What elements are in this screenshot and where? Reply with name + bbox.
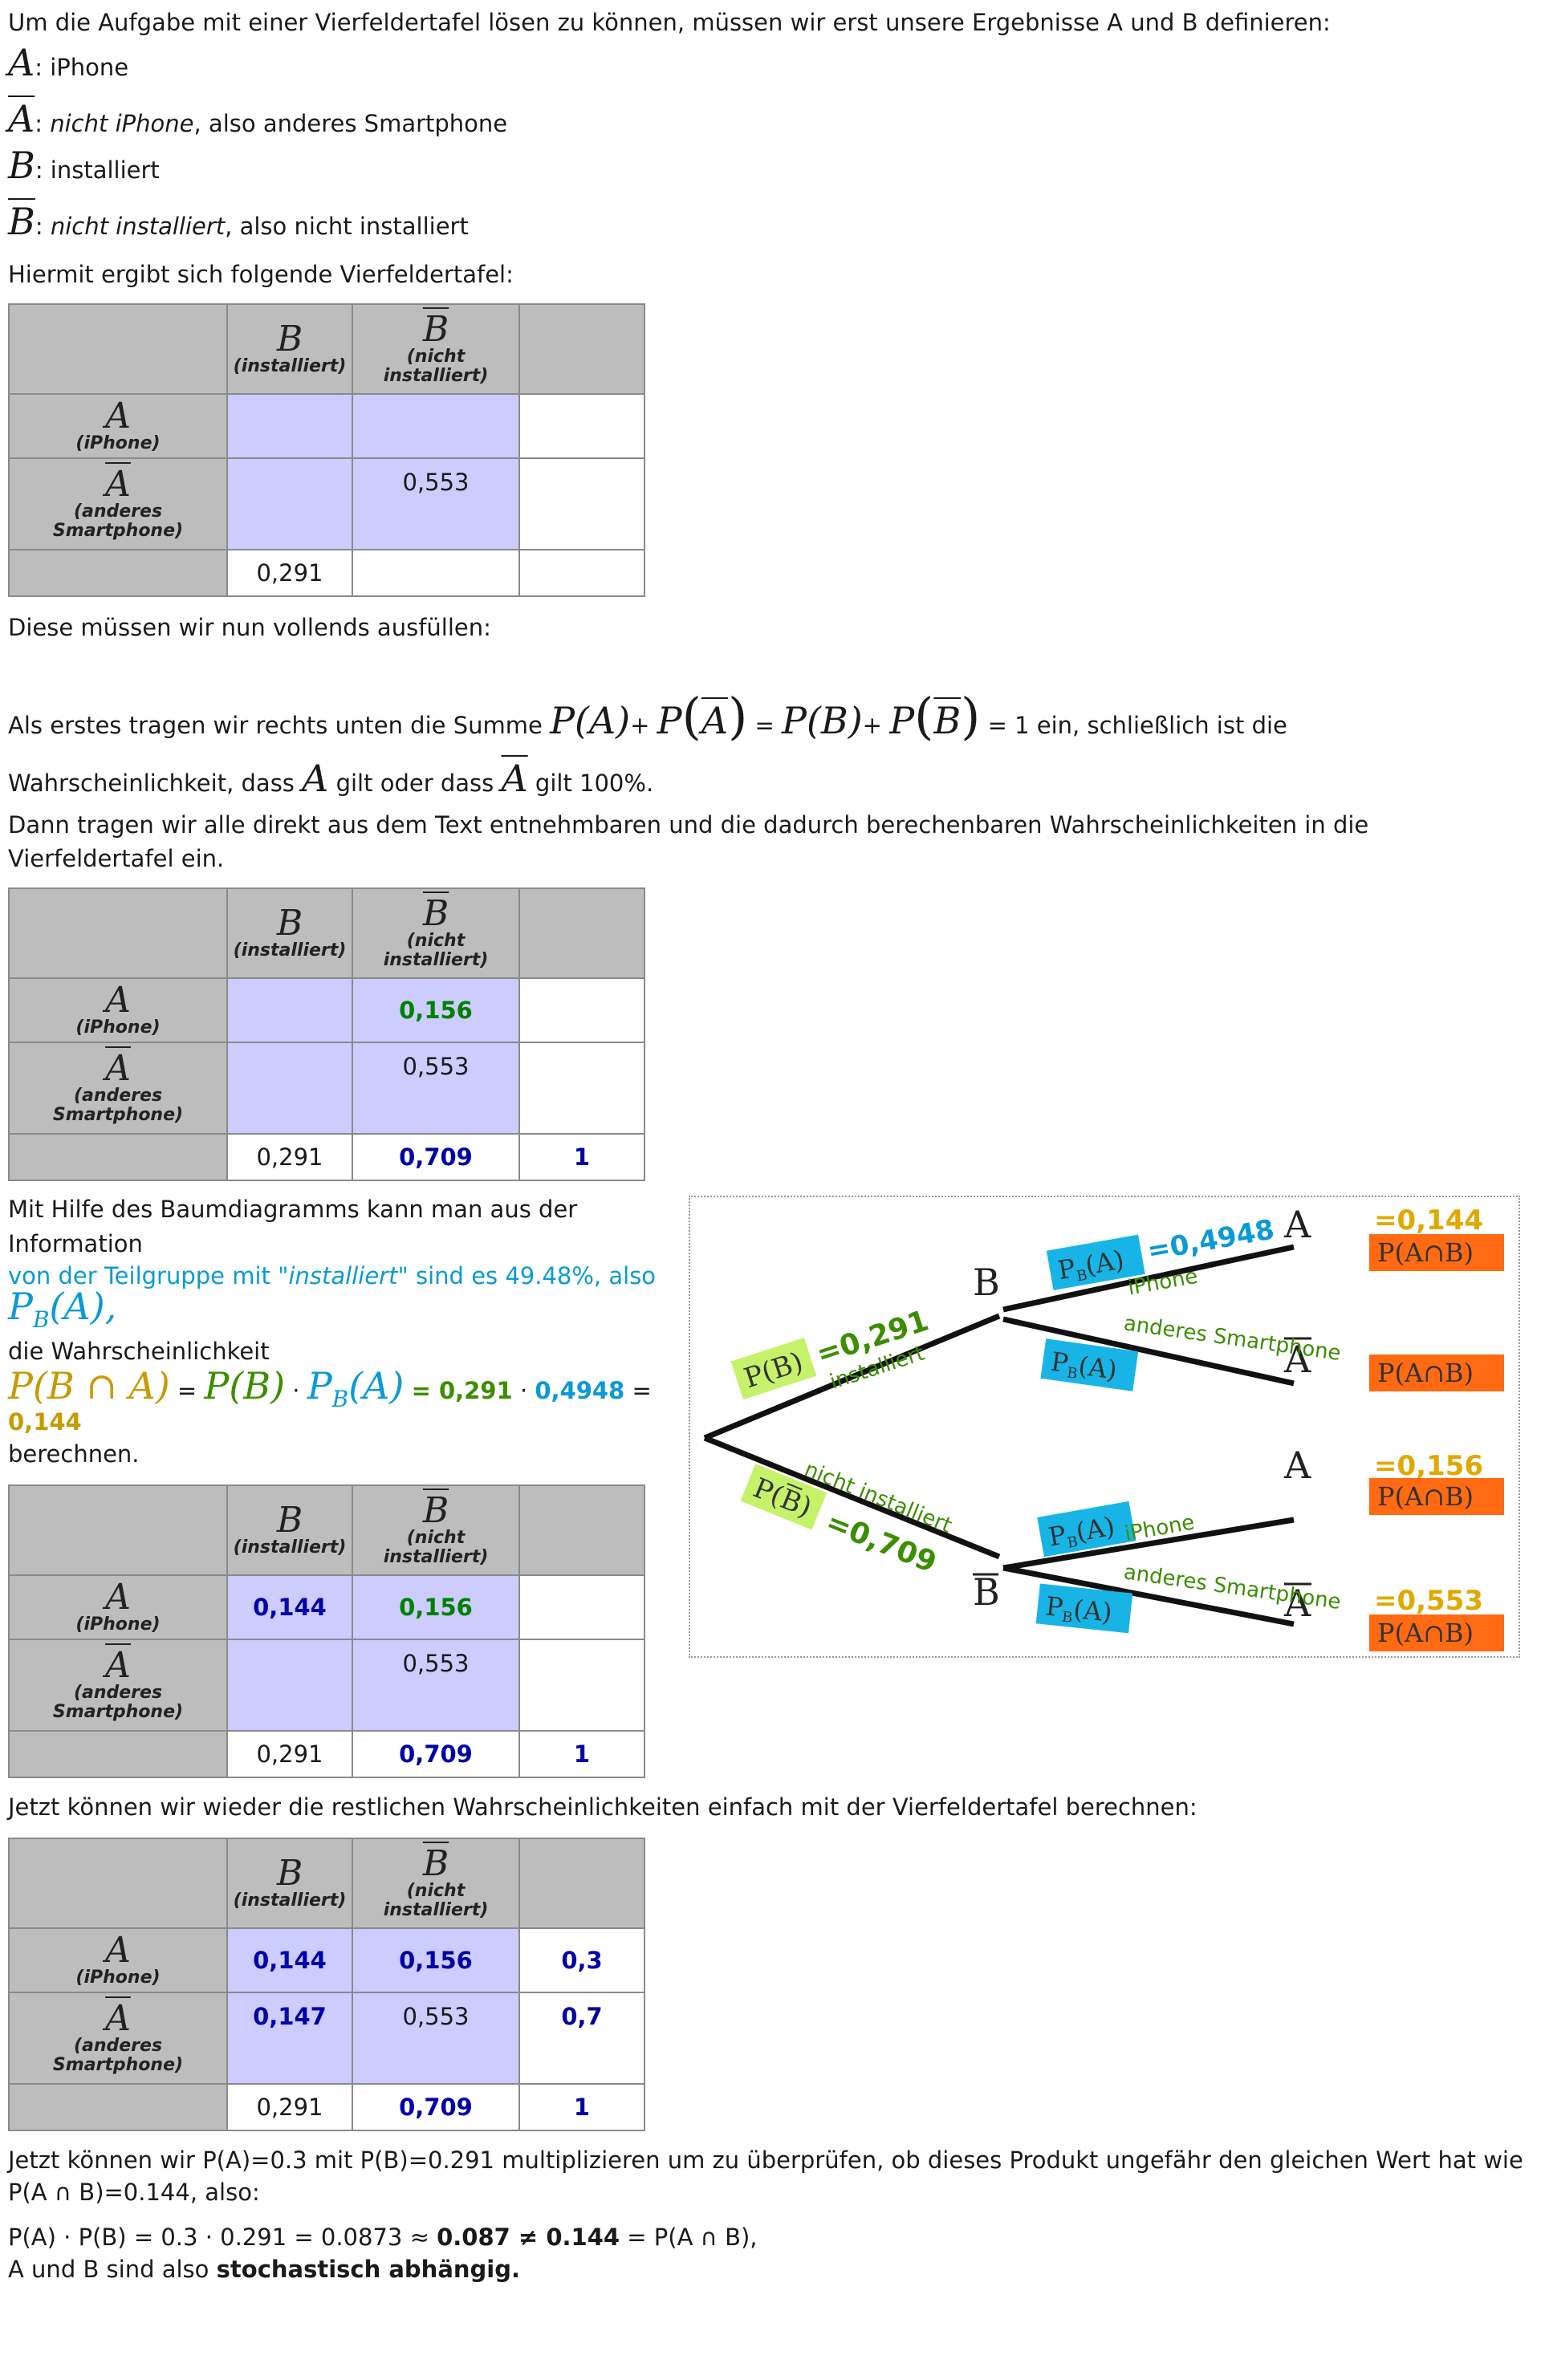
contingency-table-2: B(installiert) B(nicht installiert) A(iP… bbox=[8, 887, 645, 1181]
cell: 0,553 bbox=[352, 1042, 520, 1135]
table-intro: Hiermit ergibt sich folgende Vierfeldert… bbox=[8, 261, 514, 288]
contingency-table-3: B(installiert) B(nicht installiert) A(iP… bbox=[8, 1484, 645, 1778]
cell: 0,156 bbox=[352, 1927, 520, 1993]
tree-text-8: berechnen. bbox=[8, 1440, 140, 1468]
cell: 0,156 bbox=[352, 977, 520, 1043]
result-3-val: =0,156 bbox=[1374, 1450, 1483, 1482]
result-1-val: =0,144 bbox=[1374, 1204, 1483, 1237]
cell bbox=[518, 977, 645, 1043]
cell: 0,553 bbox=[352, 1992, 520, 2085]
branch-b-a bbox=[1002, 1244, 1295, 1313]
conclusion-line: A und B sind also stochastisch abhängig. bbox=[8, 2256, 521, 2283]
leaf-abar-2: A bbox=[1283, 1582, 1311, 1625]
branch-b-abar bbox=[1002, 1316, 1295, 1387]
cell bbox=[518, 549, 645, 597]
sum-formula-line: Als erstes tragen wir rechts unten die S… bbox=[8, 687, 1287, 745]
rest-text: Jetzt können wir wieder die restlichen W… bbox=[8, 1793, 1197, 1821]
var-b-bar: B bbox=[8, 200, 35, 243]
label-pba-val: =0,4948 bbox=[1145, 1213, 1277, 1267]
cell: 0,144 bbox=[226, 1927, 353, 1993]
def-b: B: installiert bbox=[8, 144, 160, 187]
cell: 1 bbox=[518, 1133, 645, 1181]
cell bbox=[352, 549, 520, 597]
direct-text: Dann tragen wir alle direkt aus dem Text… bbox=[8, 811, 1369, 839]
header-b: B(installiert) bbox=[226, 303, 353, 395]
cell bbox=[226, 977, 353, 1043]
direct-text-2: Vierfeldertafel ein. bbox=[8, 845, 225, 872]
leaf-abar-1: A bbox=[1283, 1338, 1311, 1381]
tree-text-6: P(B ∩ A) = P(B) · PB(A) = 0,291 · 0,4948… bbox=[8, 1364, 652, 1413]
leaf-a-2: A bbox=[1283, 1444, 1311, 1487]
header-a-bar: A(anderes Smartphone) bbox=[8, 457, 228, 550]
tree-text-2: Information bbox=[8, 1230, 143, 1257]
node-b: B bbox=[973, 1261, 1000, 1304]
result-4-pab: P(A∩B) bbox=[1377, 1618, 1474, 1648]
contingency-table-1: B(installiert) B(nicht installiert) A(iP… bbox=[8, 303, 645, 597]
cell bbox=[518, 457, 645, 550]
tree-diagram: B B A A A A P(B) =0,291 installiert P(B)… bbox=[689, 1196, 1520, 1658]
header-a: A(iPhone) bbox=[8, 393, 228, 459]
cell: 0,709 bbox=[352, 1133, 520, 1181]
cell: 0,291 bbox=[226, 549, 353, 597]
leaf-a-1: A bbox=[1283, 1203, 1311, 1246]
result-1-pab: P(A∩B) bbox=[1377, 1237, 1474, 1268]
cell: 0,156 bbox=[352, 1574, 520, 1640]
cell: 0,709 bbox=[352, 1730, 520, 1778]
cell: 0,7 bbox=[518, 1992, 645, 2085]
branch-b bbox=[703, 1313, 1001, 1441]
cell bbox=[518, 1639, 645, 1732]
cell: 0,147 bbox=[226, 1992, 353, 2085]
cell: 0,553 bbox=[352, 457, 520, 550]
result-2-pab: P(A∩B) bbox=[1377, 1358, 1474, 1388]
check-text-2: P(A ∩ B)=0.144, also: bbox=[8, 2179, 260, 2206]
cell: 0,3 bbox=[518, 1927, 645, 1993]
intro-text: Um die Aufgabe mit einer Vierfeldertafel… bbox=[8, 9, 1331, 36]
tree-diagram-svg: B B A A A A P(B) =0,291 installiert P(B)… bbox=[703, 1203, 1504, 1651]
cell: 0,553 bbox=[352, 1639, 520, 1732]
cell bbox=[352, 393, 520, 459]
node-b-bar: B bbox=[973, 1570, 1000, 1614]
cell bbox=[226, 1639, 353, 1732]
fill-text: Diese müssen wir nun vollends ausfüllen: bbox=[8, 614, 491, 641]
cell: 1 bbox=[518, 1730, 645, 1778]
tree-text-4: PB(A), bbox=[8, 1285, 117, 1334]
cell: 1 bbox=[518, 2083, 645, 2131]
cell bbox=[226, 1042, 353, 1135]
tree-text-1: Mit Hilfe des Baumdiagramms kann man aus… bbox=[8, 1196, 578, 1223]
def-a: A: iPhone bbox=[8, 41, 129, 84]
header-b-bar: B(nicht installiert) bbox=[352, 303, 520, 395]
cell bbox=[226, 457, 353, 550]
cell bbox=[518, 1574, 645, 1640]
cell: 0,709 bbox=[352, 2083, 520, 2131]
branch-bbar-a bbox=[1002, 1517, 1295, 1571]
var-b: B bbox=[8, 144, 35, 187]
result-4-val: =0,553 bbox=[1374, 1585, 1483, 1617]
cell bbox=[518, 1042, 645, 1135]
label-pbabar-2: PB(A) bbox=[1044, 1590, 1114, 1630]
def-b-bar: B: nicht installiert, also nicht install… bbox=[8, 200, 469, 243]
label-anderes-2: anderes Smartphone bbox=[1122, 1560, 1342, 1614]
branch-b-bar bbox=[703, 1435, 1001, 1560]
tree-text-5: die Wahrscheinlichkeit bbox=[8, 1338, 270, 1365]
cell bbox=[226, 393, 353, 459]
def-a-bar: A: nicht iPhone, also anderes Smartphone bbox=[8, 97, 508, 140]
sum-formula-line-2: Wahrscheinlichkeit, dass A gilt oder das… bbox=[8, 757, 654, 800]
tree-text-7: 0,144 bbox=[8, 1408, 82, 1436]
calc-line: P(A) · P(B) = 0.3 · 0.291 = 0.0873 ≈ 0.0… bbox=[8, 2224, 758, 2251]
tree-text-3: von der Teilgruppe mit "installiert" sin… bbox=[8, 1262, 657, 1290]
check-text: Jetzt können wir P(A)=0.3 mit P(B)=0.291… bbox=[8, 2146, 1523, 2174]
var-a-bar: A bbox=[8, 97, 35, 140]
cell: 0,144 bbox=[226, 1574, 353, 1640]
cell: 0,291 bbox=[226, 2083, 353, 2131]
label-anderes-1: anderes Smartphone bbox=[1122, 1311, 1342, 1366]
contingency-table-4: B(installiert) B(nicht installiert) A(iP… bbox=[8, 1838, 645, 2131]
branch-bbar-abar bbox=[1002, 1565, 1295, 1627]
cell: 0,291 bbox=[226, 1730, 353, 1778]
cell bbox=[518, 393, 645, 459]
var-a: A bbox=[8, 41, 35, 84]
result-3-pab: P(A∩B) bbox=[1377, 1481, 1474, 1512]
cell: 0,291 bbox=[226, 1133, 353, 1181]
